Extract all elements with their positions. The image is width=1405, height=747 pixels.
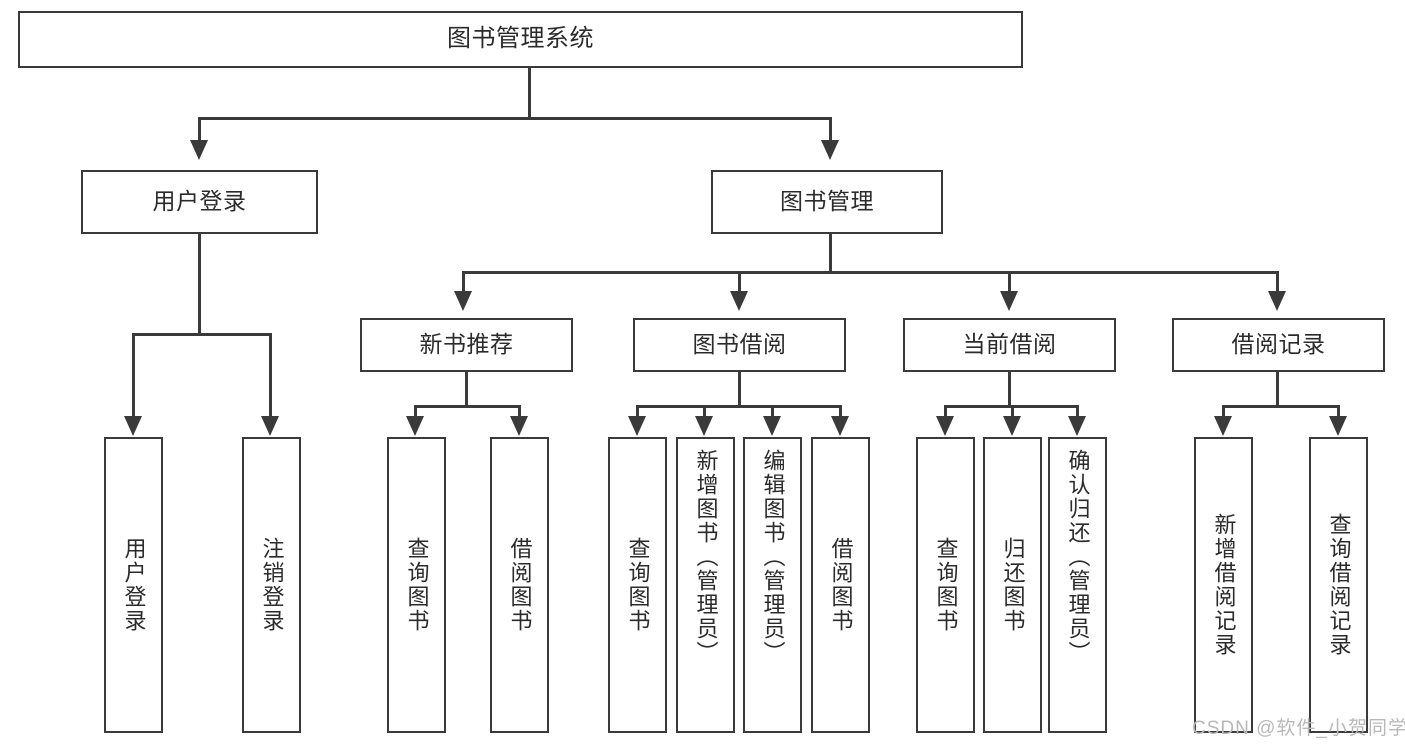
leaf-query-borrow-record[interactable]: 查询借阅记录 [1309, 437, 1368, 733]
node-book-borrow[interactable]: 图书借阅 [633, 318, 846, 372]
arrow-to-current-borrow [1000, 291, 1018, 311]
node-label: 当前借阅 [962, 331, 1057, 358]
node-new-book-recommend[interactable]: 新书推荐 [360, 318, 573, 372]
connector-borrow-record-bus [1222, 405, 1340, 408]
connector-new-book-stem [465, 372, 468, 407]
arrow-current-borrow-leaf-2 [1003, 416, 1021, 436]
connector-book-borrow-c1 [636, 405, 639, 418]
connector-user-login-stem [198, 234, 201, 335]
node-label: 新增借阅记录 [1211, 513, 1237, 657]
arrow-new-book-leaf-2 [510, 416, 528, 436]
node-label: 确认归还（管理员） [1065, 449, 1091, 665]
node-user-login[interactable]: 用户登录 [81, 170, 318, 234]
connector-book-borrow-c3 [771, 405, 774, 418]
leaf-borrow-book[interactable]: 借阅图书 [811, 437, 870, 733]
connector-borrow-record-stem [1276, 372, 1279, 407]
arrow-book-borrow-leaf-3 [763, 416, 781, 436]
connector-book-borrow-c4 [839, 405, 842, 418]
node-label: 借阅记录 [1231, 331, 1326, 358]
connector-book-borrow-bus [636, 405, 842, 408]
arrow-new-book-leaf-1 [406, 416, 424, 436]
connector-user-login-right [269, 333, 272, 418]
arrow-current-borrow-leaf-1 [936, 416, 954, 436]
node-book-manage[interactable]: 图书管理 [711, 170, 943, 234]
leaf-add-book-admin[interactable]: 新增图书（管理员） [676, 437, 735, 733]
leaf-user-login[interactable]: 用户登录 [104, 437, 163, 733]
arrow-to-borrow-record [1268, 291, 1286, 311]
arrow-book-borrow-leaf-1 [628, 416, 646, 436]
node-label: 新书推荐 [419, 331, 514, 358]
node-label: 归还图书 [1000, 537, 1026, 633]
connector-new-book-left [414, 405, 417, 418]
arrow-root-to-user-login [190, 140, 208, 160]
connector-to-book-borrow [738, 271, 741, 293]
arrow-borrow-record-leaf-2 [1329, 416, 1347, 436]
connector-to-current-borrow [1008, 271, 1011, 293]
connector-root-to-user-login [198, 117, 201, 142]
node-label: 借阅图书 [507, 537, 533, 633]
node-label: 用户登录 [121, 537, 147, 633]
node-borrow-record[interactable]: 借阅记录 [1172, 318, 1385, 372]
node-label: 图书借阅 [692, 331, 787, 358]
connector-book-borrow-c2 [703, 405, 706, 418]
connector-current-borrow-c1 [944, 405, 947, 418]
leaf-borrow-book-recommend[interactable]: 借阅图书 [490, 437, 549, 733]
node-label: 图书管理 [780, 188, 874, 215]
node-label: 查询借阅记录 [1326, 513, 1352, 657]
connector-new-book-right [518, 405, 521, 418]
connector-book-borrow-stem [738, 372, 741, 407]
connector-root-stem [528, 68, 531, 119]
arrow-current-borrow-leaf-3 [1068, 416, 1086, 436]
connector-root-bus [198, 117, 832, 120]
arrow-to-leaf-user-login [124, 416, 142, 436]
leaf-confirm-return-admin[interactable]: 确认归还（管理员） [1048, 437, 1107, 733]
connector-current-borrow-c2 [1011, 405, 1014, 418]
arrow-to-new-book [454, 291, 472, 311]
connector-root-to-book-manage [829, 117, 832, 142]
arrow-book-borrow-leaf-2 [695, 416, 713, 436]
node-label: 查询图书 [404, 537, 430, 633]
arrow-root-to-book-manage [821, 140, 839, 160]
arrow-book-borrow-leaf-4 [831, 416, 849, 436]
connector-borrow-record-left [1222, 405, 1225, 418]
connector-user-login-left [132, 333, 135, 418]
leaf-query-book-borrow[interactable]: 查询图书 [608, 437, 667, 733]
node-root-system[interactable]: 图书管理系统 [18, 11, 1023, 68]
leaf-edit-book-admin[interactable]: 编辑图书（管理员） [743, 437, 802, 733]
connector-book-manage-stem [829, 234, 832, 273]
node-label: 新增图书（管理员） [693, 449, 719, 665]
leaf-query-book-recommend[interactable]: 查询图书 [387, 437, 446, 733]
leaf-return-book[interactable]: 归还图书 [983, 437, 1042, 733]
arrow-to-book-borrow [730, 291, 748, 311]
connector-book-manage-bus [462, 271, 1279, 274]
connector-user-login-bus [132, 333, 272, 336]
node-label: 注销登录 [259, 537, 285, 633]
connector-new-book-bus [414, 405, 521, 408]
node-current-borrow[interactable]: 当前借阅 [903, 318, 1116, 372]
arrow-borrow-record-leaf-1 [1214, 416, 1232, 436]
node-label: 查询图书 [625, 537, 651, 633]
leaf-add-borrow-record[interactable]: 新增借阅记录 [1194, 437, 1253, 733]
leaf-logout[interactable]: 注销登录 [242, 437, 301, 733]
connector-current-borrow-stem [1008, 372, 1011, 407]
node-label: 编辑图书（管理员） [760, 449, 786, 665]
node-label: 查询图书 [933, 537, 959, 633]
connector-borrow-record-right [1337, 405, 1340, 418]
leaf-query-book-current[interactable]: 查询图书 [916, 437, 975, 733]
node-label: 借阅图书 [828, 537, 854, 633]
connector-to-new-book [462, 271, 465, 293]
connector-current-borrow-c3 [1076, 405, 1079, 418]
node-label: 图书管理系统 [447, 25, 594, 53]
connector-to-borrow-record [1276, 271, 1279, 293]
node-label: 用户登录 [152, 188, 247, 215]
arrow-to-leaf-logout [261, 416, 279, 436]
